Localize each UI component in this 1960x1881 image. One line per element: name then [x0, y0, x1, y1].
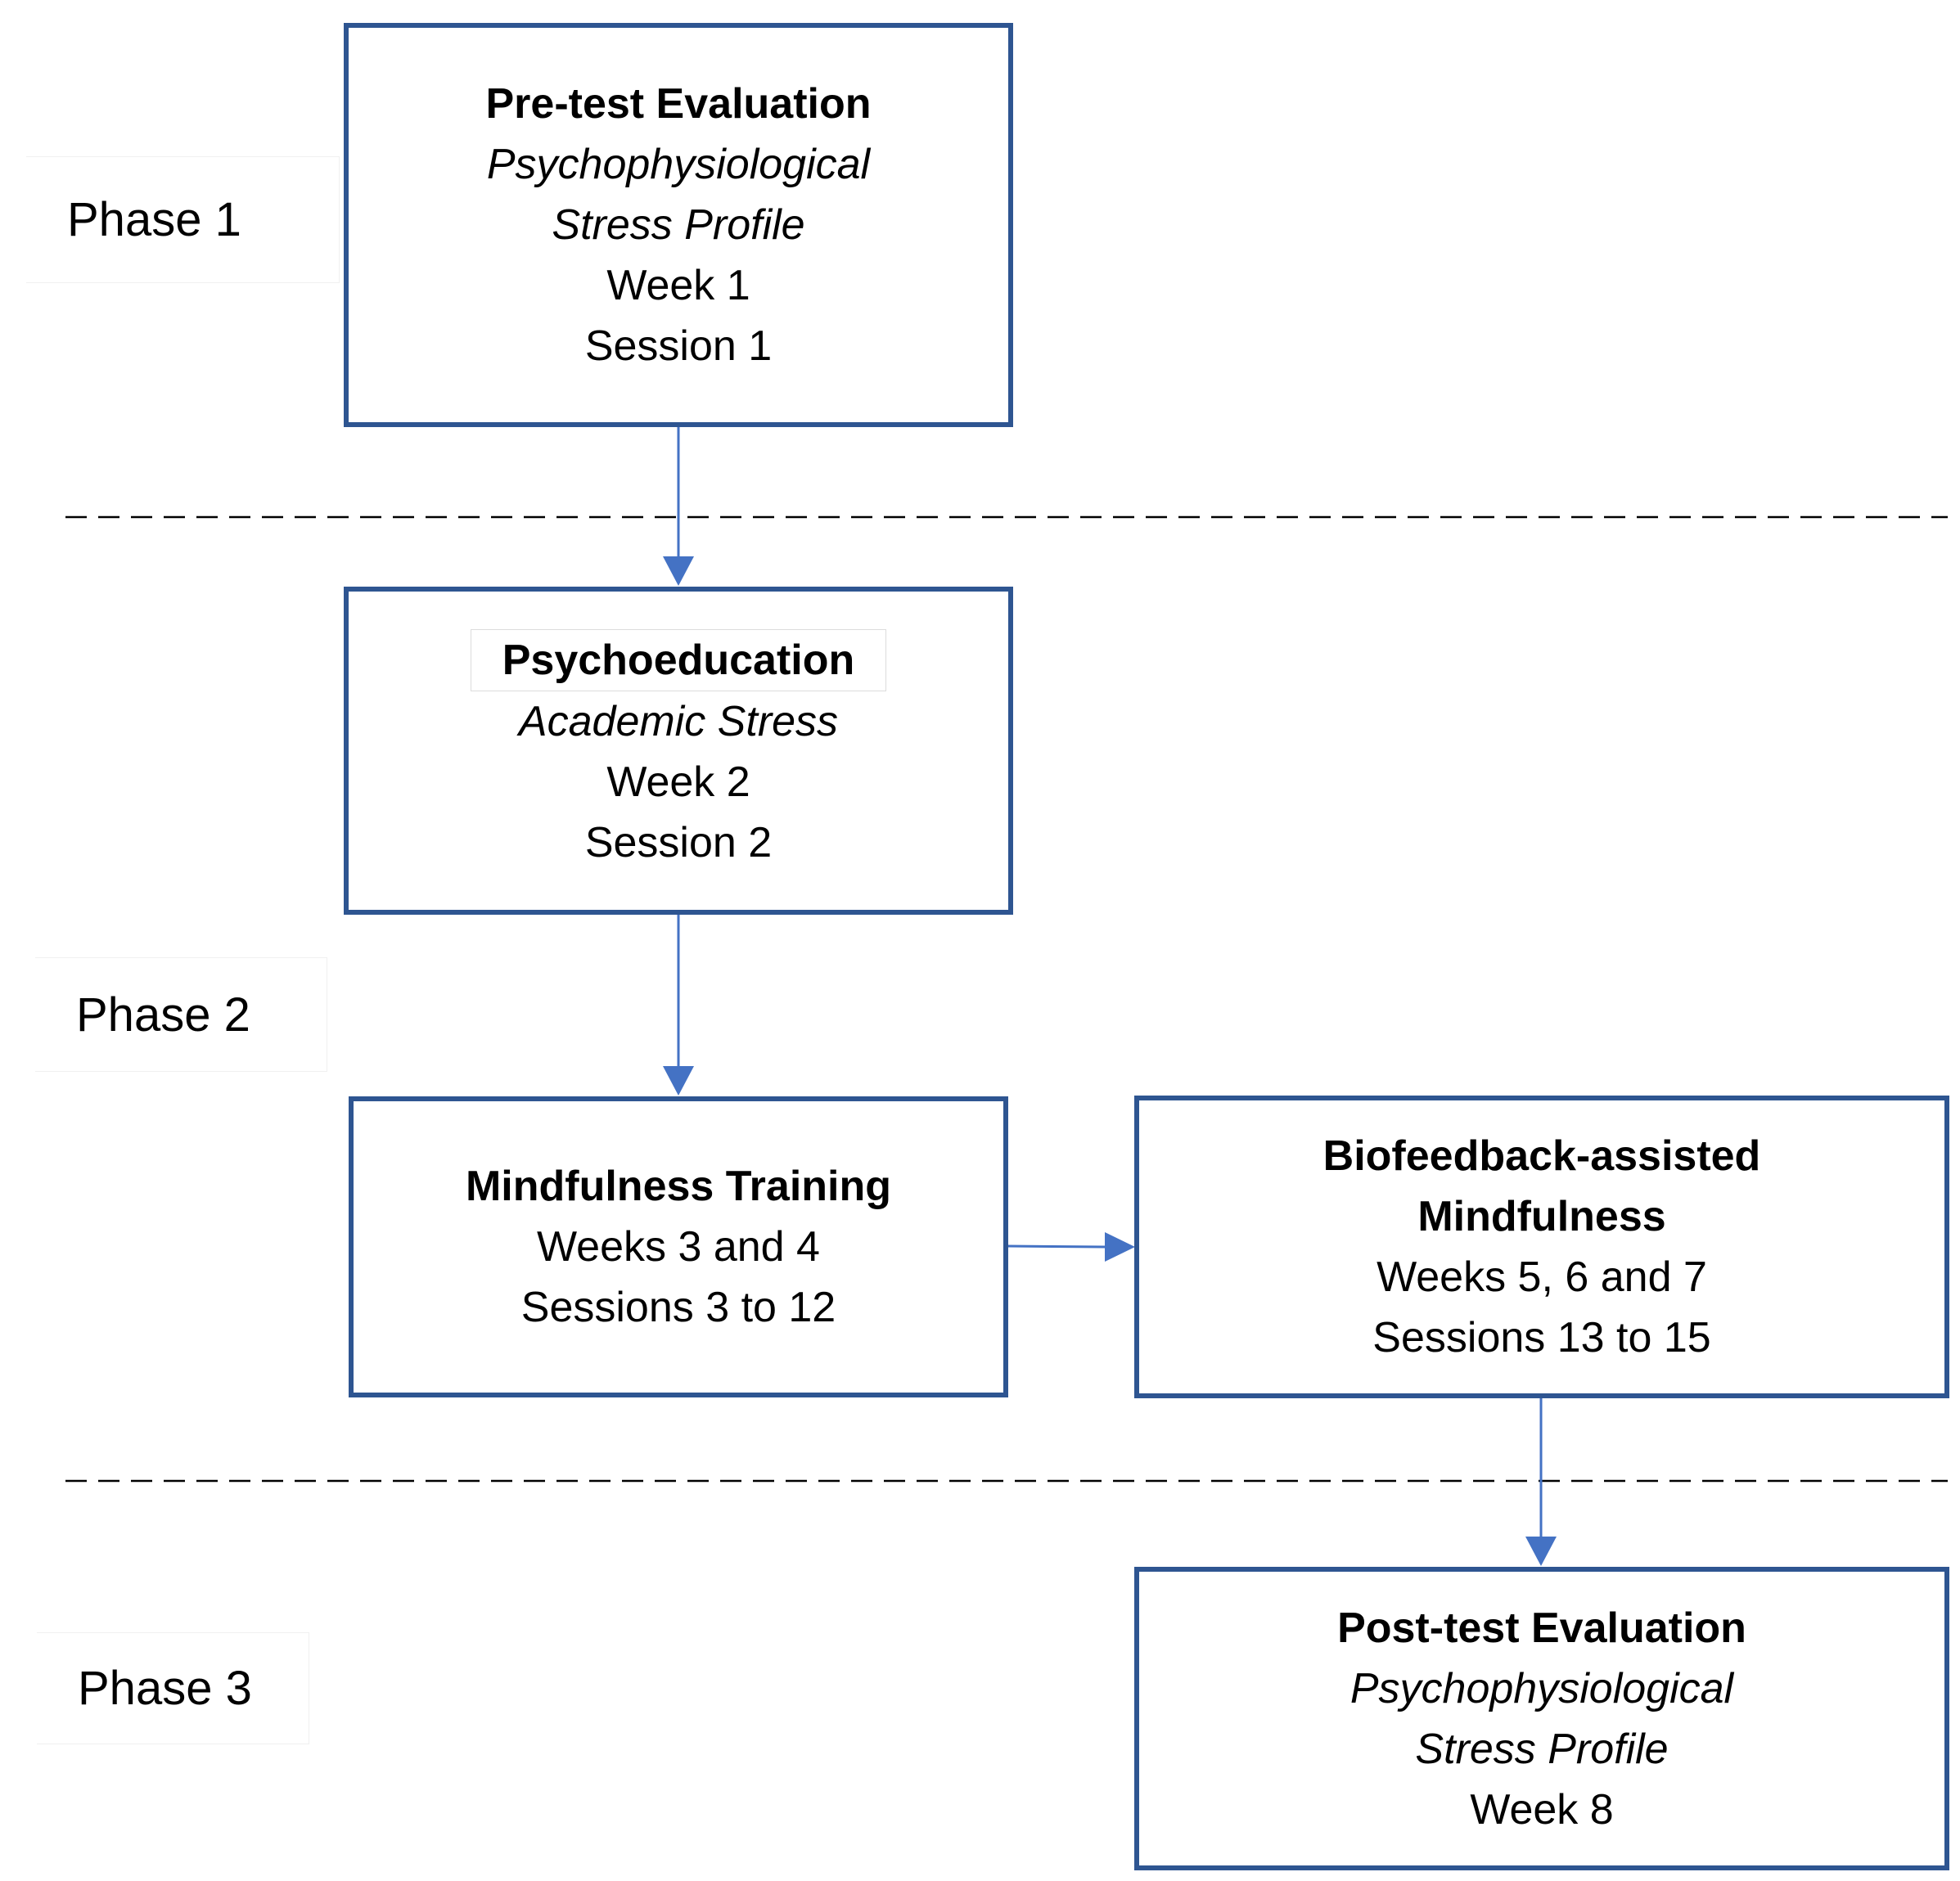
biofeedback-sessions: Sessions 13 to 15 [1372, 1314, 1711, 1361]
phase-2-label: Phase 2 [35, 957, 327, 1072]
pretest-session: Session 1 [584, 322, 773, 370]
arrowhead-posttest [1525, 1537, 1557, 1566]
mindfulness-training-box: Mindfulness Training Weeks 3 and 4 Sessi… [349, 1096, 1008, 1397]
posttest-week: Week 8 [1470, 1785, 1614, 1834]
posttest-subtitle-line2: Stress Profile [1415, 1725, 1669, 1773]
biofeedback-title-line2: Mindfulness [1417, 1193, 1666, 1240]
pretest-title: Pre-test Evaluation [485, 80, 872, 128]
posttest-subtitle-line1: Psychophysiological [1349, 1664, 1734, 1712]
biofeedback-title-line1: Biofeedback-assisted [1322, 1132, 1761, 1180]
psychoeducation-week: Week 2 [606, 758, 750, 806]
phase-3-label: Phase 3 [37, 1632, 309, 1744]
psychoeducation-box: Psychoeducation Academic Stress Week 2 S… [344, 587, 1013, 915]
arrowhead-mindfulness [663, 1066, 694, 1096]
arrowhead-biofeedback [1105, 1232, 1135, 1262]
arrowhead-psychoeducation [663, 556, 694, 586]
pretest-subtitle-line1: Psychophysiological [486, 141, 871, 188]
mindfulness-title: Mindfulness Training [465, 1163, 892, 1210]
posttest-evaluation-box: Post-test Evaluation Psychophysiological… [1134, 1567, 1949, 1870]
psychoeducation-title: Psychoeducation [470, 628, 887, 691]
phase-1-label: Phase 1 [26, 156, 340, 283]
biofeedback-weeks: Weeks 5, 6 and 7 [1377, 1253, 1707, 1301]
phase-2-text: Phase 2 [76, 988, 250, 1042]
pretest-week: Week 1 [606, 262, 750, 309]
posttest-title: Post-test Evaluation [1337, 1604, 1746, 1652]
mindfulness-sessions: Sessions 3 to 12 [520, 1284, 836, 1331]
psychoeducation-session: Session 2 [584, 818, 773, 866]
pretest-subtitle-line2: Stress Profile [552, 201, 805, 249]
biofeedback-mindfulness-box: Biofeedback-assisted Mindfulness Weeks 5… [1134, 1096, 1949, 1398]
arrow-mindfulness-to-biofeedback [1007, 1244, 1106, 1249]
phase-3-text: Phase 3 [78, 1662, 252, 1715]
psychoeducation-subtitle: Academic Stress [518, 697, 839, 745]
phase-1-text: Phase 1 [67, 193, 241, 246]
pretest-evaluation-box: Pre-test Evaluation Psychophysiological … [344, 23, 1013, 427]
mindfulness-weeks: Weeks 3 and 4 [537, 1223, 820, 1271]
